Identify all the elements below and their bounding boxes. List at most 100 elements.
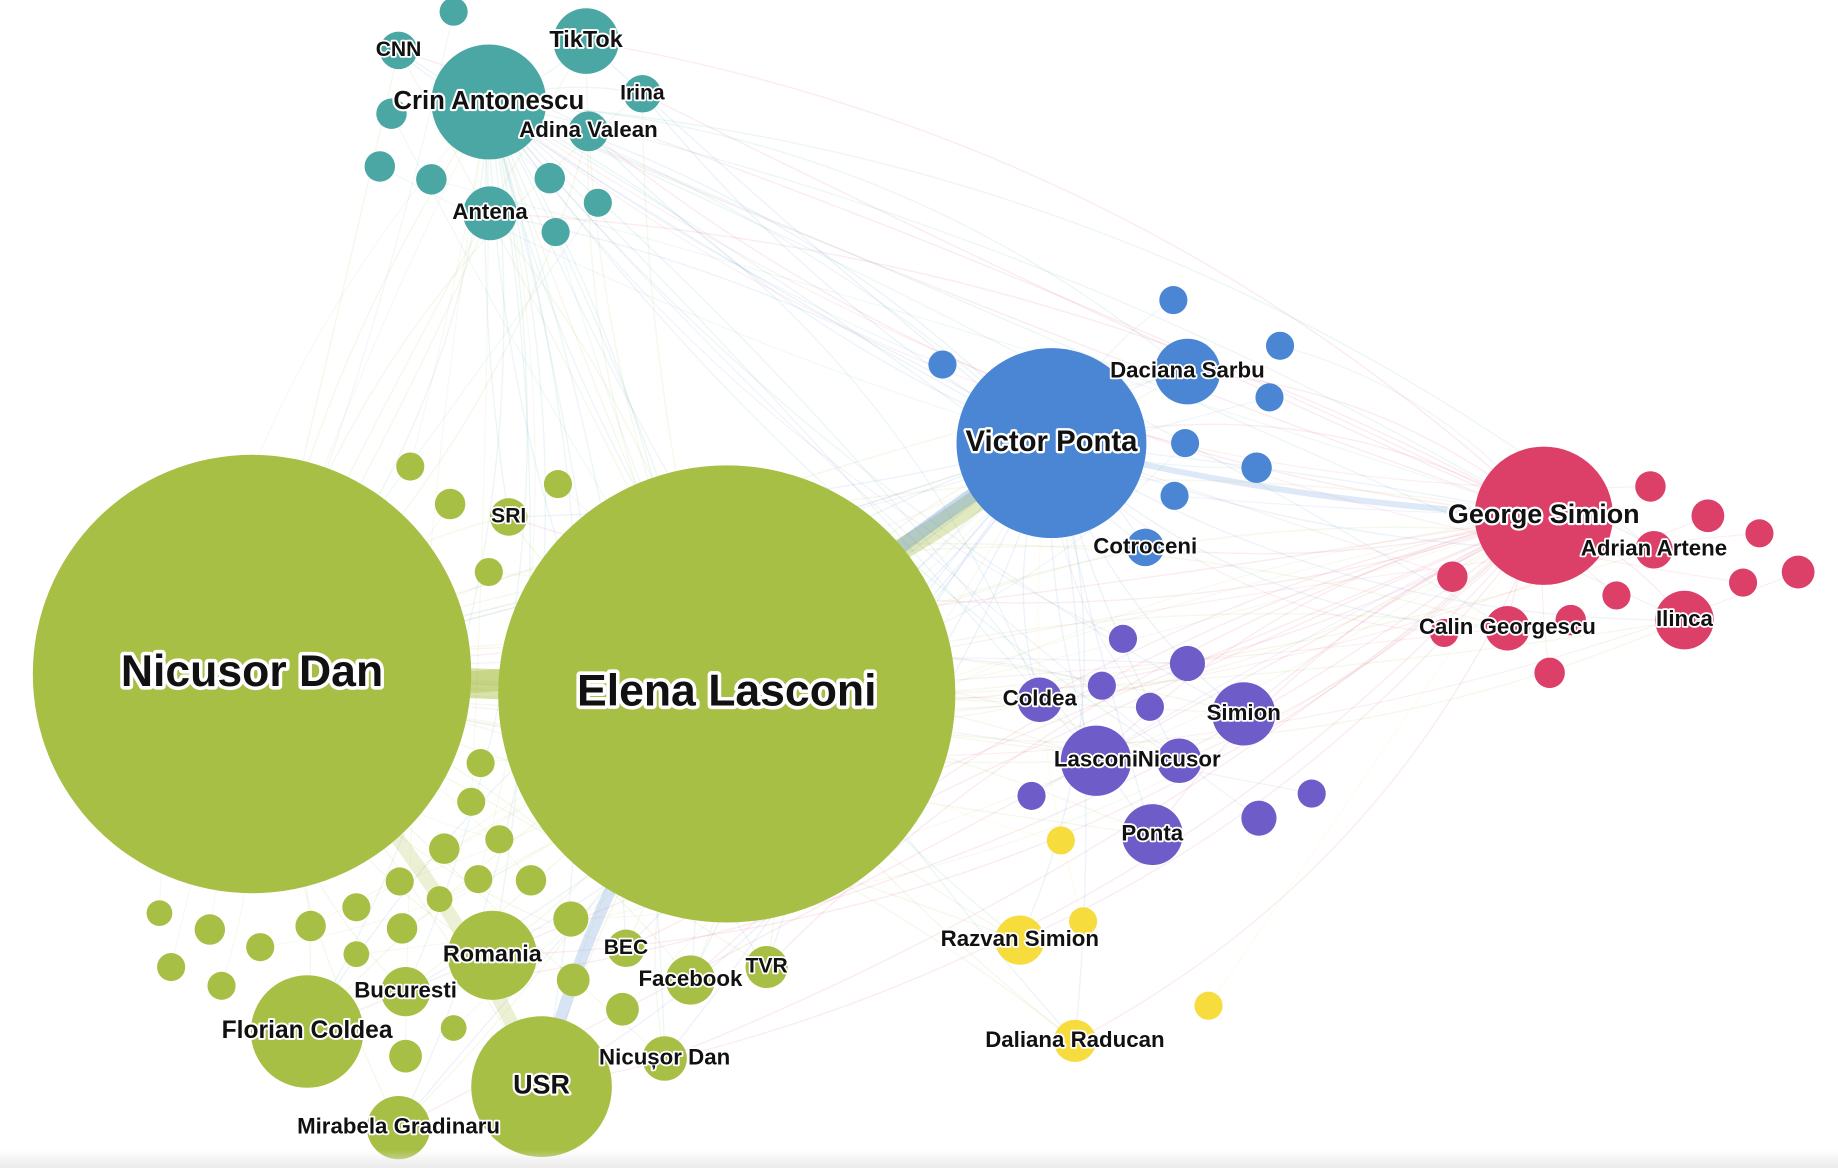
node-florian-coldea[interactable] xyxy=(250,975,364,1088)
minor-node-purple-25[interactable] xyxy=(1169,645,1206,682)
minor-node-red-19[interactable] xyxy=(1728,568,1758,597)
node-label-usr: USR xyxy=(513,1070,570,1100)
minor-node-purple-30[interactable] xyxy=(1297,779,1326,808)
minor-node-yellow-32[interactable] xyxy=(1069,907,1098,936)
node-calin-georgescu[interactable] xyxy=(1485,606,1530,651)
node-cnn[interactable] xyxy=(379,31,418,70)
minor-node-red-20[interactable] xyxy=(1781,555,1815,589)
minor-node-teal-1[interactable] xyxy=(376,98,407,129)
minor-node-blue-7[interactable] xyxy=(1159,286,1188,315)
node-bec[interactable] xyxy=(607,929,645,968)
node-crin-antonescu[interactable] xyxy=(431,44,547,160)
node-nicusor-dan-2[interactable] xyxy=(642,1036,687,1081)
node-simion[interactable] xyxy=(1212,682,1276,746)
node-razvan-simion[interactable] xyxy=(995,915,1045,965)
minor-node-red-14[interactable] xyxy=(1635,471,1666,502)
minor-node-green-38[interactable] xyxy=(466,749,495,778)
minor-node-teal-0[interactable] xyxy=(439,0,468,26)
minor-node-green-34[interactable] xyxy=(396,452,425,481)
edge-176 xyxy=(251,515,1709,722)
minor-node-green-40[interactable] xyxy=(485,825,514,854)
minor-node-teal-6[interactable] xyxy=(541,218,570,247)
node-bucuresti[interactable] xyxy=(380,967,431,1017)
node-daliana-raducan[interactable] xyxy=(1053,1019,1097,1063)
node-label-simion: Simion xyxy=(1207,700,1281,725)
minor-node-yellow-33[interactable] xyxy=(1194,991,1223,1020)
minor-node-green-55[interactable] xyxy=(207,971,236,1000)
edge-118 xyxy=(1019,515,1545,941)
minor-node-green-49[interactable] xyxy=(146,900,173,927)
node-victor-ponta[interactable] xyxy=(956,348,1147,539)
minor-node-teal-4[interactable] xyxy=(534,162,565,194)
minor-node-green-48[interactable] xyxy=(553,901,589,937)
minor-node-green-56[interactable] xyxy=(556,963,590,997)
minor-node-purple-24[interactable] xyxy=(1108,624,1138,653)
node-tiktok[interactable] xyxy=(553,8,619,74)
node-coldea[interactable] xyxy=(1017,677,1063,723)
minor-node-purple-27[interactable] xyxy=(1135,692,1164,721)
node-facebook[interactable] xyxy=(665,955,716,1005)
edge-141 xyxy=(488,101,1655,551)
minor-node-green-58[interactable] xyxy=(440,1015,467,1041)
node-ilinca[interactable] xyxy=(1655,590,1714,650)
node-adrian-artene[interactable] xyxy=(1635,531,1673,569)
minor-node-blue-13[interactable] xyxy=(1160,481,1189,510)
minor-node-green-59[interactable] xyxy=(389,1039,422,1073)
minor-node-green-39[interactable] xyxy=(457,787,486,816)
minor-node-red-16[interactable] xyxy=(1745,519,1774,548)
node-cotroceni[interactable] xyxy=(1126,528,1164,567)
minor-node-blue-9[interactable] xyxy=(928,350,957,379)
node-ponta[interactable] xyxy=(1121,804,1183,866)
minor-node-yellow-31[interactable] xyxy=(1046,826,1075,855)
node-romania[interactable] xyxy=(447,910,537,1000)
minor-node-green-54[interactable] xyxy=(157,952,186,982)
minor-node-green-46[interactable] xyxy=(342,893,371,922)
minor-node-green-44[interactable] xyxy=(464,865,493,894)
node-george-simion[interactable] xyxy=(1474,446,1613,585)
minor-node-green-47[interactable] xyxy=(386,913,418,944)
minor-node-purple-29[interactable] xyxy=(1241,800,1277,836)
minor-node-red-21[interactable] xyxy=(1555,604,1586,636)
minor-node-red-17[interactable] xyxy=(1437,561,1468,592)
node-elena-lasconi[interactable] xyxy=(498,465,956,923)
minor-node-green-53[interactable] xyxy=(343,941,370,968)
node-mirabela-gradinaru[interactable] xyxy=(366,1096,431,1160)
edge-113 xyxy=(1039,515,1544,701)
node-daciana-sarbu[interactable] xyxy=(1154,338,1221,405)
minor-node-red-15[interactable] xyxy=(1691,499,1725,533)
minor-node-green-52[interactable] xyxy=(295,910,326,942)
minor-node-blue-11[interactable] xyxy=(1171,429,1200,458)
minor-node-green-42[interactable] xyxy=(385,867,414,896)
node-usr[interactable] xyxy=(471,1016,612,1157)
minor-node-green-41[interactable] xyxy=(429,833,460,864)
minor-node-green-50[interactable] xyxy=(194,914,226,945)
node-tvr[interactable] xyxy=(745,945,788,989)
minor-node-green-35[interactable] xyxy=(434,488,466,520)
minor-node-teal-3[interactable] xyxy=(416,164,447,195)
minor-node-blue-10[interactable] xyxy=(1255,383,1284,412)
minor-node-green-36[interactable] xyxy=(543,470,573,499)
minor-node-teal-2[interactable] xyxy=(364,151,396,182)
minor-node-purple-28[interactable] xyxy=(1017,781,1046,810)
minor-node-green-37[interactable] xyxy=(474,557,503,587)
minor-node-purple-26[interactable] xyxy=(1087,671,1116,700)
node-irina[interactable] xyxy=(623,75,662,113)
node-nicusor[interactable] xyxy=(1156,738,1202,784)
minor-node-teal-5[interactable] xyxy=(583,188,612,217)
minor-node-red-23[interactable] xyxy=(1534,657,1565,689)
minor-node-green-51[interactable] xyxy=(246,933,275,962)
minor-node-blue-12[interactable] xyxy=(1241,452,1272,483)
node-nicusor-dan[interactable] xyxy=(32,454,472,894)
node-label-nicusor-dan-2: Nicușor Dan xyxy=(599,1044,730,1069)
minor-node-red-18[interactable] xyxy=(1602,581,1631,610)
minor-node-blue-8[interactable] xyxy=(1265,331,1295,360)
minor-node-red-22[interactable] xyxy=(1430,618,1459,648)
minor-node-green-45[interactable] xyxy=(515,865,547,896)
node-antena[interactable] xyxy=(463,186,517,241)
node-sri[interactable] xyxy=(489,498,528,536)
node-lasconi[interactable] xyxy=(1060,725,1132,796)
minor-node-green-43[interactable] xyxy=(426,886,453,912)
minor-node-green-57[interactable] xyxy=(606,992,639,1026)
edge-143 xyxy=(488,101,1508,629)
node-adina-valean[interactable] xyxy=(568,111,609,152)
